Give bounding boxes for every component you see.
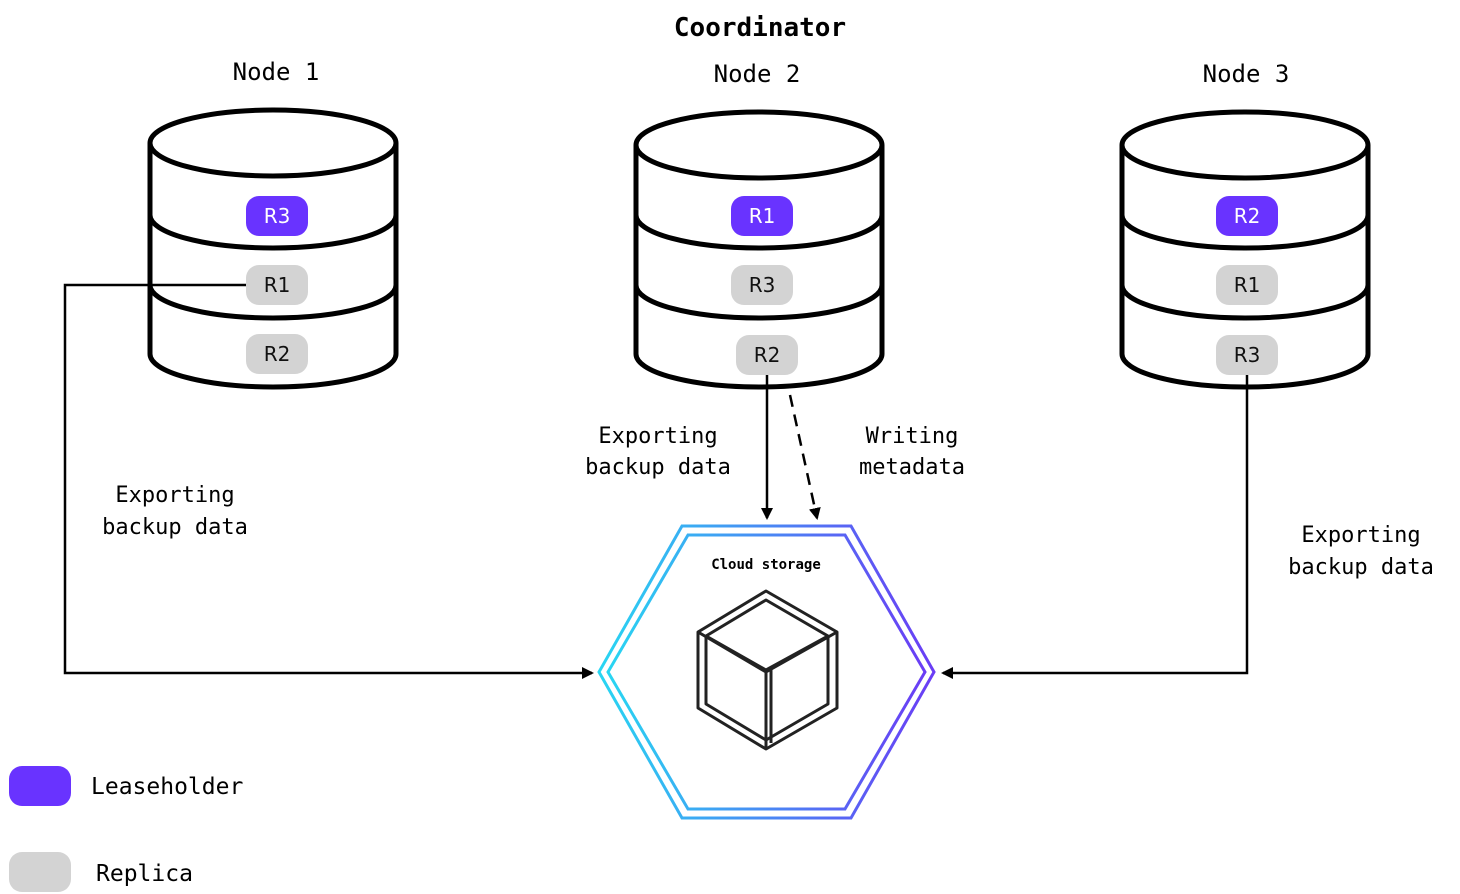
node-3-replica-leaseholder: R2: [1216, 196, 1278, 236]
svg-text:R2: R2: [1234, 204, 1261, 228]
svg-text:R3: R3: [749, 273, 776, 297]
svg-text:R3: R3: [264, 204, 291, 228]
svg-text:R3: R3: [1234, 343, 1261, 367]
node-2-export-label-line1: Exporting: [598, 424, 717, 449]
node-3-label: Node 3: [1203, 60, 1290, 88]
node-1-export-label-line2: backup data: [102, 515, 248, 540]
node-2-replica: R3: [731, 265, 793, 305]
node-2-label: Node 2: [714, 60, 801, 88]
svg-text:R1: R1: [1234, 273, 1261, 297]
svg-text:R2: R2: [754, 343, 781, 367]
node-2-export-label-line2: backup data: [585, 455, 731, 480]
node-1-label: Node 1: [233, 58, 320, 86]
node-1-replica: R2: [246, 334, 308, 374]
cube-icon: [696, 589, 839, 751]
node-3-export-label-line2: backup data: [1288, 555, 1434, 580]
legend: Leaseholder Replica: [9, 766, 243, 892]
node-3-replica: R3: [1216, 335, 1278, 375]
legend-replica-swatch: [9, 852, 71, 892]
node-3-export-arrow: [941, 375, 1249, 679]
legend-leaseholder-label: Leaseholder: [91, 774, 243, 800]
svg-text:R2: R2: [264, 342, 291, 366]
cloud-storage-label: Cloud storage: [711, 557, 821, 573]
svg-text:R1: R1: [749, 204, 776, 228]
node-2-replica-leaseholder: R1: [731, 196, 793, 236]
legend-leaseholder-swatch: [9, 766, 71, 806]
svg-text:R1: R1: [264, 273, 291, 297]
node-2-metadata-arrow: [788, 394, 821, 520]
node-1-replica: R1: [246, 265, 308, 305]
node-3-export-label-line1: Exporting: [1301, 523, 1420, 548]
node-3-replica: R1: [1216, 265, 1278, 305]
node-2-replica: R2: [736, 335, 798, 375]
node-1-export-arrow: [63, 283, 594, 679]
node-1-replica-leaseholder: R3: [246, 196, 308, 236]
cloud-storage: Cloud storage: [597, 524, 936, 820]
legend-replica-label: Replica: [96, 861, 193, 887]
metadata-label-line2: metadata: [859, 455, 965, 480]
coordinator-title: Coordinator: [674, 13, 846, 43]
metadata-label-line1: Writing: [866, 424, 959, 449]
node-1-export-label-line1: Exporting: [115, 483, 234, 508]
